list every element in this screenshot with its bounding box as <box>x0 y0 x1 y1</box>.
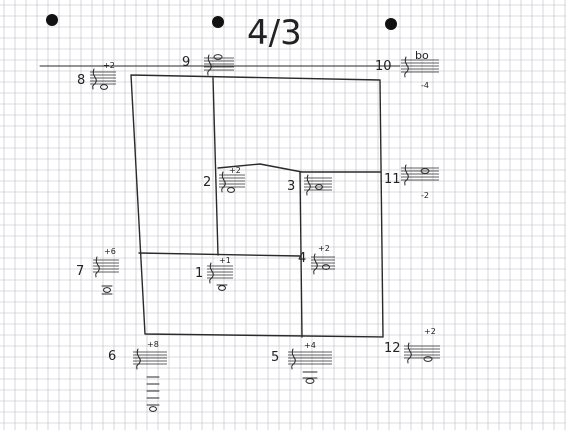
vertex-label-9: 9 <box>182 55 190 70</box>
interval-7: +6 <box>104 247 116 256</box>
interval-5: +4 <box>304 341 316 350</box>
staff-8: +2 <box>90 61 116 90</box>
outer-square <box>130 74 384 338</box>
vertex-label-8: 8 <box>77 73 85 88</box>
interval-10: -4 <box>421 81 429 90</box>
inner-line-2-11 <box>217 163 382 173</box>
vertex-label-12: 12 <box>384 341 401 356</box>
inner-line-9-1 <box>212 77 219 256</box>
vertex-label-11: 11 <box>384 172 401 187</box>
square-diagram <box>130 74 384 338</box>
page-title: 4/3 <box>247 13 302 53</box>
interval-6: +8 <box>147 340 159 349</box>
vertex-label-1: 1 <box>195 266 203 281</box>
staff-5: +4 <box>288 341 332 384</box>
interval-12: +2 <box>424 327 436 336</box>
vertex-label-4: 4 <box>298 251 306 266</box>
staff-4: +2 <box>311 244 335 275</box>
staff-11: -2 <box>401 164 439 200</box>
interval-4: +2 <box>318 244 330 253</box>
interval-2: +2 <box>229 166 241 175</box>
binder-hole-right <box>385 18 397 30</box>
staff-6: +8 <box>133 340 167 412</box>
vertex-label-7: 7 <box>76 264 84 279</box>
interval-8: +2 <box>103 61 115 70</box>
staff-1: +1 <box>207 256 233 291</box>
staff-10: bo -4 <box>401 49 439 90</box>
vertex-label-6: 6 <box>108 349 116 364</box>
inner-line-3-5 <box>299 171 303 338</box>
vertex-label-2: 2 <box>203 175 211 190</box>
vertex-label-10: 10 <box>375 59 392 74</box>
accidental-10: bo <box>415 49 429 62</box>
vertex-label-3: 3 <box>287 179 295 194</box>
inner-line-7-4 <box>138 252 301 257</box>
interval-11: -2 <box>421 191 429 200</box>
staff-12: +2 <box>404 327 440 364</box>
vertex-label-5: 5 <box>271 350 279 365</box>
interval-1: +1 <box>219 256 231 265</box>
staff-7: +6 <box>93 247 119 295</box>
staff-2: +2 <box>219 166 245 193</box>
staff-3 <box>304 174 332 196</box>
binder-hole-left <box>46 14 58 26</box>
staff-9 <box>204 54 234 76</box>
binder-hole-middle <box>212 16 224 28</box>
